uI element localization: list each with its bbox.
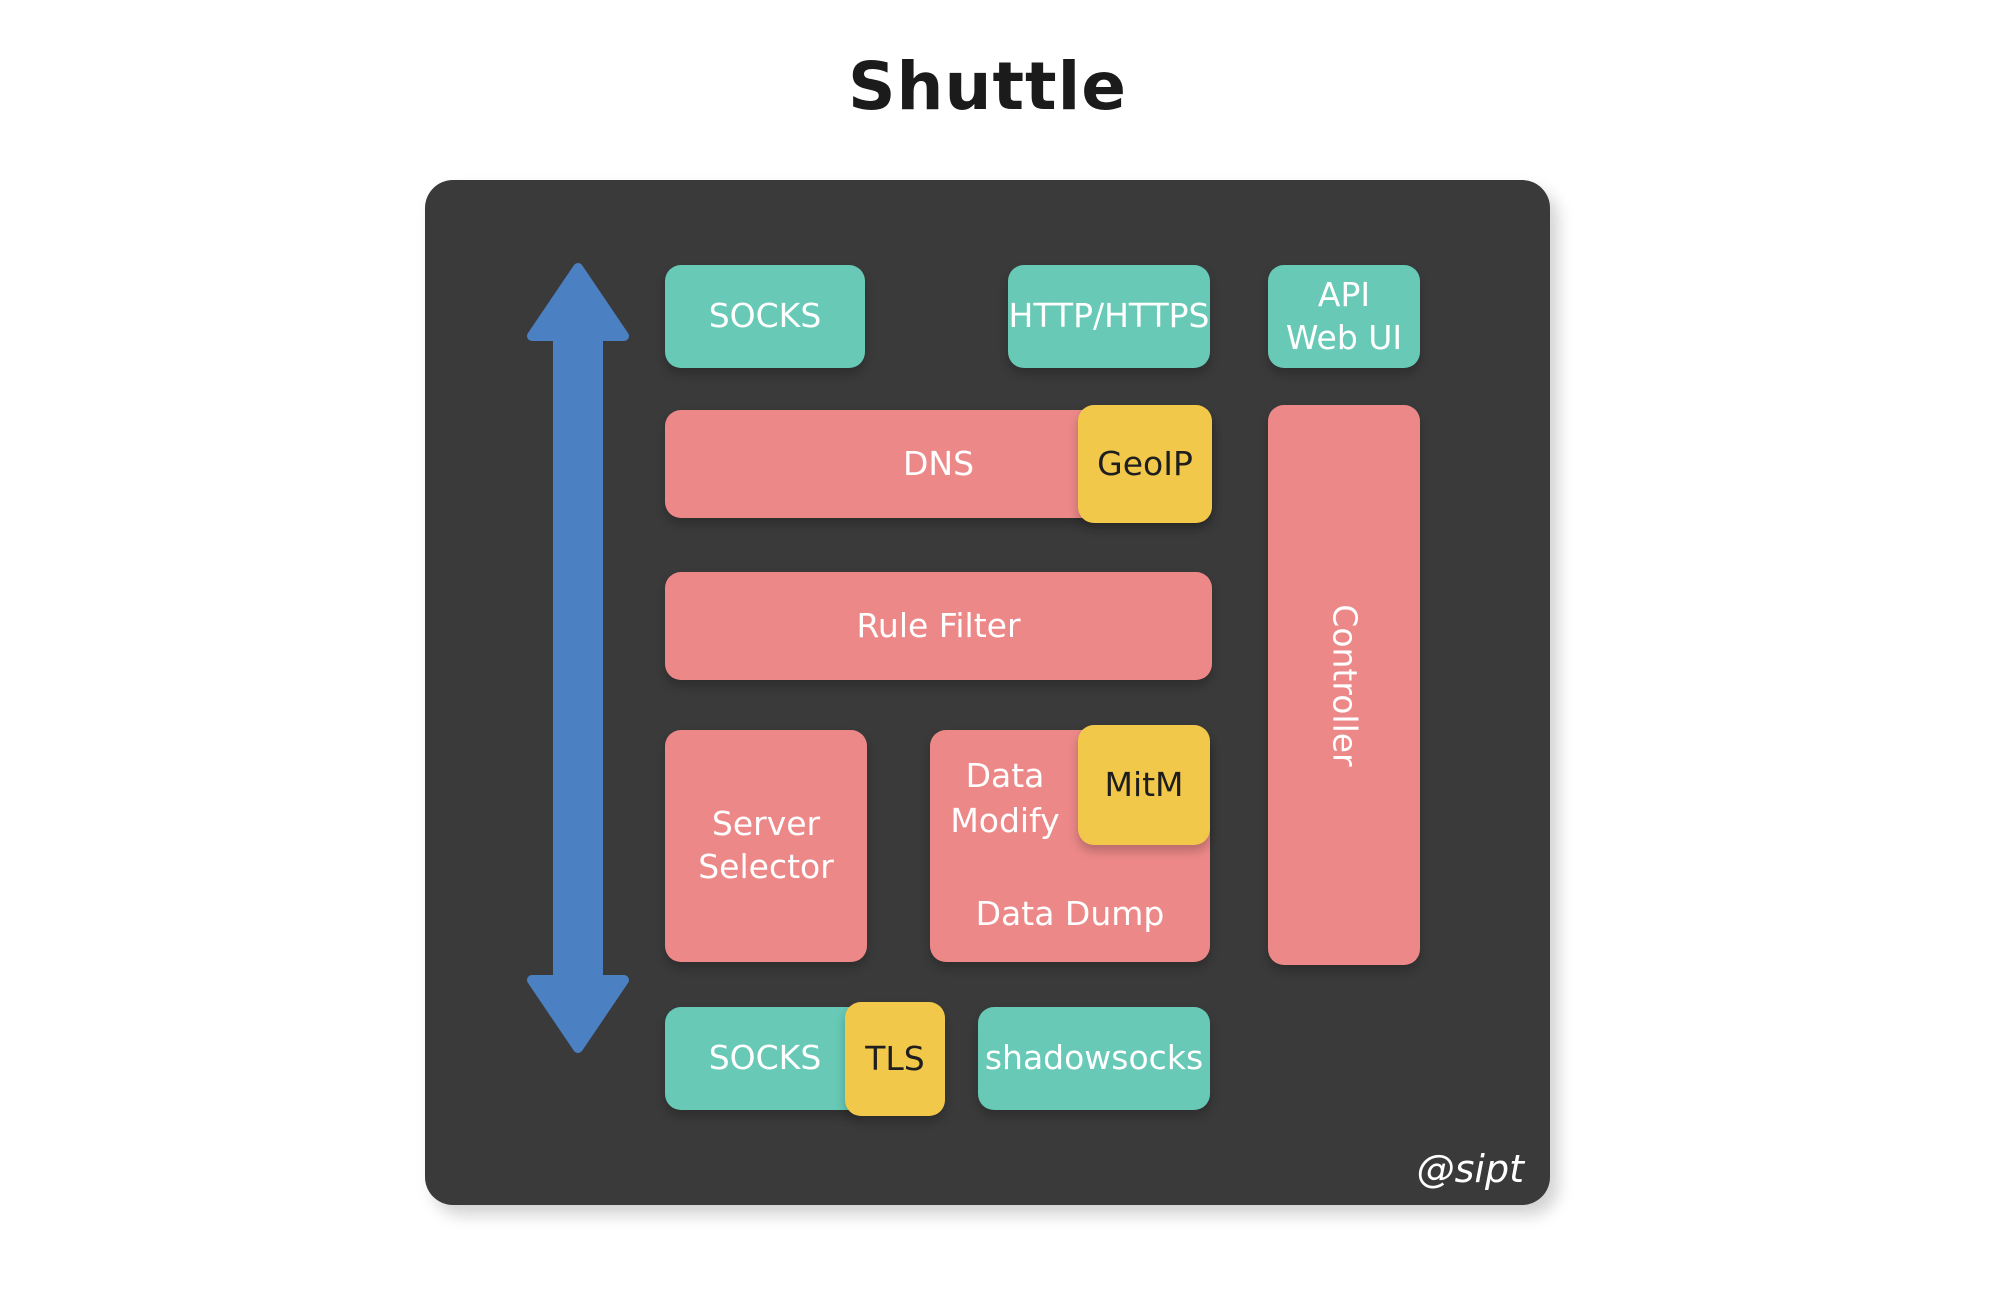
node-data-processing: Data Modify MitM Data Dump <box>930 725 1210 962</box>
node-socks-inbound: SOCKS <box>665 265 865 368</box>
node-data-dump-label: Data Dump <box>975 894 1165 934</box>
node-controller: Controller <box>1268 405 1420 965</box>
node-dns: DNS GeoIP <box>665 405 1212 523</box>
node-shadowsocks: shadowsocks <box>978 1007 1210 1110</box>
node-geoip-label: GeoIP <box>1097 443 1193 483</box>
node-dns-label: DNS <box>902 443 975 483</box>
node-mitm-label: MitM <box>1104 764 1184 804</box>
node-data-modify-label: Data Modify <box>950 756 1060 840</box>
node-http-https-inbound: HTTP/HTTPS <box>1008 265 1210 368</box>
node-shadowsocks-label: shadowsocks <box>984 1038 1204 1078</box>
node-api-web-ui: API Web UI <box>1268 265 1420 368</box>
node-controller-label: Controller <box>1325 603 1365 767</box>
node-mitm: MitM <box>1078 725 1210 845</box>
node-socks-outbound: SOCKS <box>665 1007 865 1110</box>
bidirectional-arrow-icon <box>527 263 629 1053</box>
node-server-selector: Server Selector <box>665 730 867 962</box>
node-rule-filter: Rule Filter <box>665 572 1212 680</box>
node-api-web-ui-label: API Web UI <box>1285 274 1403 357</box>
author-credit: @sipt <box>1416 1147 1524 1191</box>
node-socks-inbound-label: SOCKS <box>708 296 822 336</box>
node-geoip: GeoIP <box>1078 405 1212 523</box>
node-rule-filter-label: Rule Filter <box>856 605 1021 645</box>
page-title: Shuttle <box>848 48 1127 125</box>
node-server-selector-label: Server Selector <box>698 804 834 886</box>
node-socks-outbound-label: SOCKS <box>708 1038 822 1078</box>
node-tls-label: TLS <box>865 1038 925 1078</box>
node-http-https-label: HTTP/HTTPS <box>1008 296 1210 336</box>
node-tls: TLS <box>845 1002 945 1116</box>
architecture-panel: SOCKS HTTP/HTTPS API Web UI DNS GeoIP Ru… <box>425 180 1550 1205</box>
